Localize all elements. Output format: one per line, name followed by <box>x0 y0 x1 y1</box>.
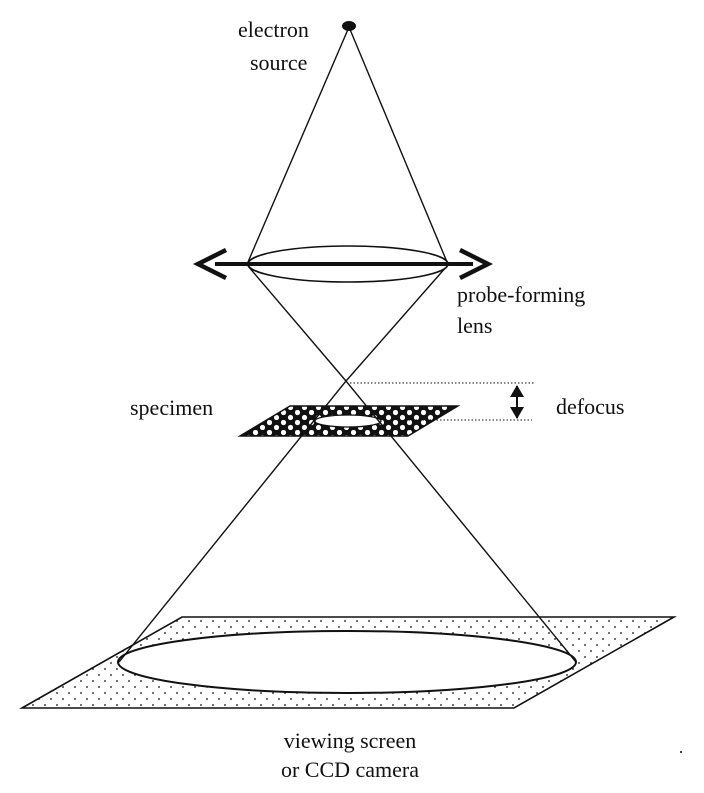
probe-forming-lens <box>192 245 494 283</box>
defocus-arrow-up-icon <box>510 385 524 397</box>
screen-label-line1: viewing screen <box>283 728 417 753</box>
diverging-rays <box>118 380 577 663</box>
electron-source-label-line1: electron <box>238 17 309 42</box>
electron-source-label-line2: source <box>250 50 308 75</box>
defocus-label: defocus <box>556 394 625 419</box>
screen-label-line2: or CCD camera <box>280 757 420 782</box>
lens-label-line1: probe-forming <box>457 282 586 307</box>
specimen-plate <box>237 405 461 437</box>
electron-source-dot <box>342 21 356 31</box>
illumination-disc <box>117 630 577 694</box>
specimen-probe-spot <box>314 414 382 428</box>
arrow-right-icon <box>458 247 494 281</box>
arrow-left-icon <box>192 247 228 281</box>
converging-rays <box>247 265 448 382</box>
viewing-screen <box>18 616 678 709</box>
source-cone <box>247 26 448 263</box>
lens-label-line2: lens <box>457 313 493 338</box>
speck-mark <box>680 751 682 753</box>
specimen-label: specimen <box>130 395 214 420</box>
defocus-arrow-down-icon <box>510 407 524 419</box>
defocus-indicator <box>350 382 535 421</box>
